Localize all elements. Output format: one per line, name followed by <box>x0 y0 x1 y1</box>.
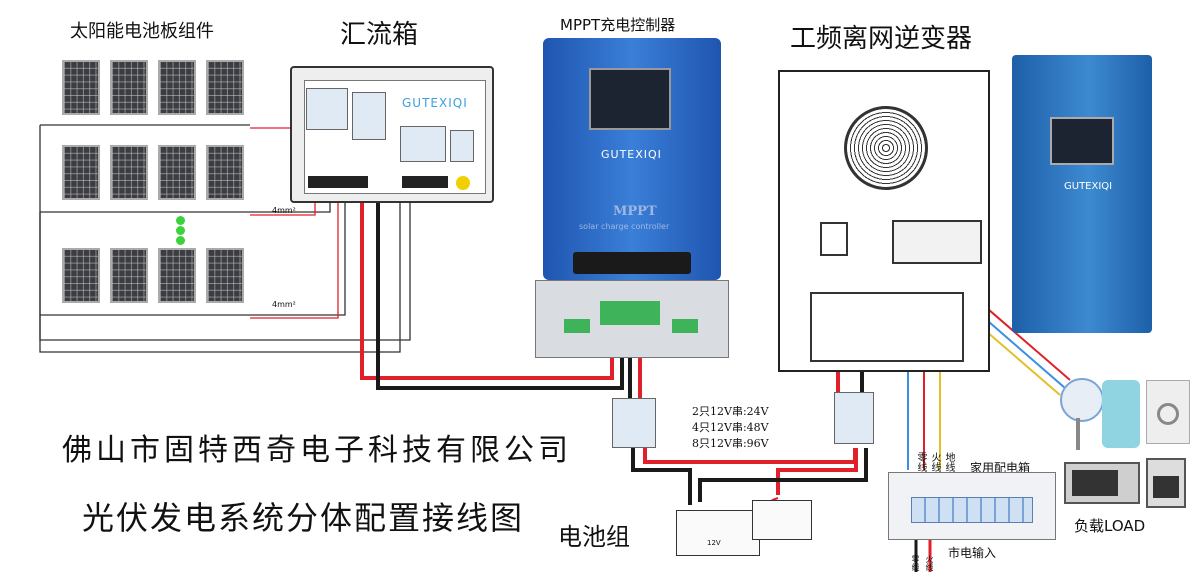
battery-breaker-inverter <box>834 392 874 444</box>
mppt-bottom-plate <box>573 252 691 274</box>
solar-panel <box>206 60 244 115</box>
panel-wires <box>39 124 411 353</box>
mppt-model: MPPT <box>613 204 657 219</box>
oven-icon <box>1146 458 1186 508</box>
battery-config: 8只12V串:96V <box>692 437 769 450</box>
inverter-brand: GUTEXIQI <box>1064 181 1113 192</box>
solar-panel <box>110 145 148 200</box>
distribution-enclosure <box>888 472 1056 540</box>
solar-panel <box>110 248 148 303</box>
fan-icon <box>844 106 928 190</box>
solar-panel <box>158 60 196 115</box>
more-panels-indicator <box>176 236 185 245</box>
solar-panel <box>62 60 100 115</box>
ground-wire-label: 地线 <box>943 452 954 472</box>
solar-panel <box>62 145 100 200</box>
diagram-title: 光伏发电系统分体配置接线图 <box>82 499 525 537</box>
battery: 12V <box>676 510 760 556</box>
neutral-wire-label: 零线 <box>915 452 926 472</box>
mppt-body: GUTEXIQI MPPT solar charge controller <box>543 38 721 280</box>
company-name: 佛山市固特西奇电子科技有限公司 <box>62 433 572 468</box>
mppt-display <box>589 68 671 130</box>
inverter-front: GUTEXIQI <box>1012 55 1152 333</box>
wire-size-label: 4mm² <box>272 206 296 215</box>
fuse-holders <box>400 126 446 162</box>
terminal-block <box>402 176 448 188</box>
solar-panel <box>206 248 244 303</box>
microwave-icon <box>1064 462 1140 504</box>
grid-input-label: 市电输入 <box>948 546 997 560</box>
inverter-label: 工频离网逆变器 <box>790 24 973 54</box>
battery <box>752 500 812 540</box>
load-label: 负载LOAD <box>1074 517 1146 535</box>
mppt-terminal-section <box>535 280 729 358</box>
solar-panels-label: 太阳能电池板组件 <box>70 21 214 42</box>
battery-terminals <box>810 292 964 362</box>
battery-bank-label: 电池组 <box>558 523 630 551</box>
mppt-label: MPPT充电控制器 <box>560 16 676 34</box>
battery-config: 4只12V串:48V <box>692 421 769 434</box>
ac-socket <box>820 222 848 256</box>
solar-panel <box>206 145 244 200</box>
inverter-display <box>1050 117 1114 165</box>
combiner-box-label: 汇流箱 <box>340 20 419 50</box>
ground-icon <box>456 176 470 190</box>
solar-panel <box>110 60 148 115</box>
solar-panel <box>158 145 196 200</box>
grid-neutral-label: 零线 <box>911 555 920 571</box>
distribution-box-label: 家用配电箱 <box>970 461 1031 475</box>
spd-module <box>450 130 474 162</box>
combiner-enclosure: GUTEXIQI <box>290 66 494 203</box>
battery-breaker-mppt <box>612 398 656 448</box>
terminal-block <box>308 176 368 188</box>
battery-negative-cable <box>631 448 692 505</box>
grid-live-label: 火线 <box>925 555 934 571</box>
dc-breaker <box>352 92 386 140</box>
more-panels-indicator <box>176 226 185 235</box>
combiner-brand: GUTEXIQI <box>402 96 468 110</box>
breaker-row <box>911 497 1033 523</box>
surge-protector <box>306 88 348 130</box>
inverter-back-panel <box>778 70 990 372</box>
wire-size-label: 4mm² <box>272 300 296 309</box>
solar-panel <box>158 248 196 303</box>
fan-appliance-icon <box>1060 378 1104 422</box>
more-panels-indicator <box>176 216 185 225</box>
ac-terminal-block <box>892 220 982 264</box>
mppt-terminals <box>600 301 660 325</box>
solar-panel <box>62 248 100 303</box>
mppt-subtitle: solar charge controller <box>579 222 670 231</box>
mppt-brand: GUTEXIQI <box>601 148 662 161</box>
live-wire-label: 火线 <box>929 452 940 472</box>
battery-config: 2只12V串:24V <box>692 405 769 418</box>
refrigerator-icon <box>1102 380 1140 448</box>
washing-machine-icon <box>1146 380 1190 444</box>
